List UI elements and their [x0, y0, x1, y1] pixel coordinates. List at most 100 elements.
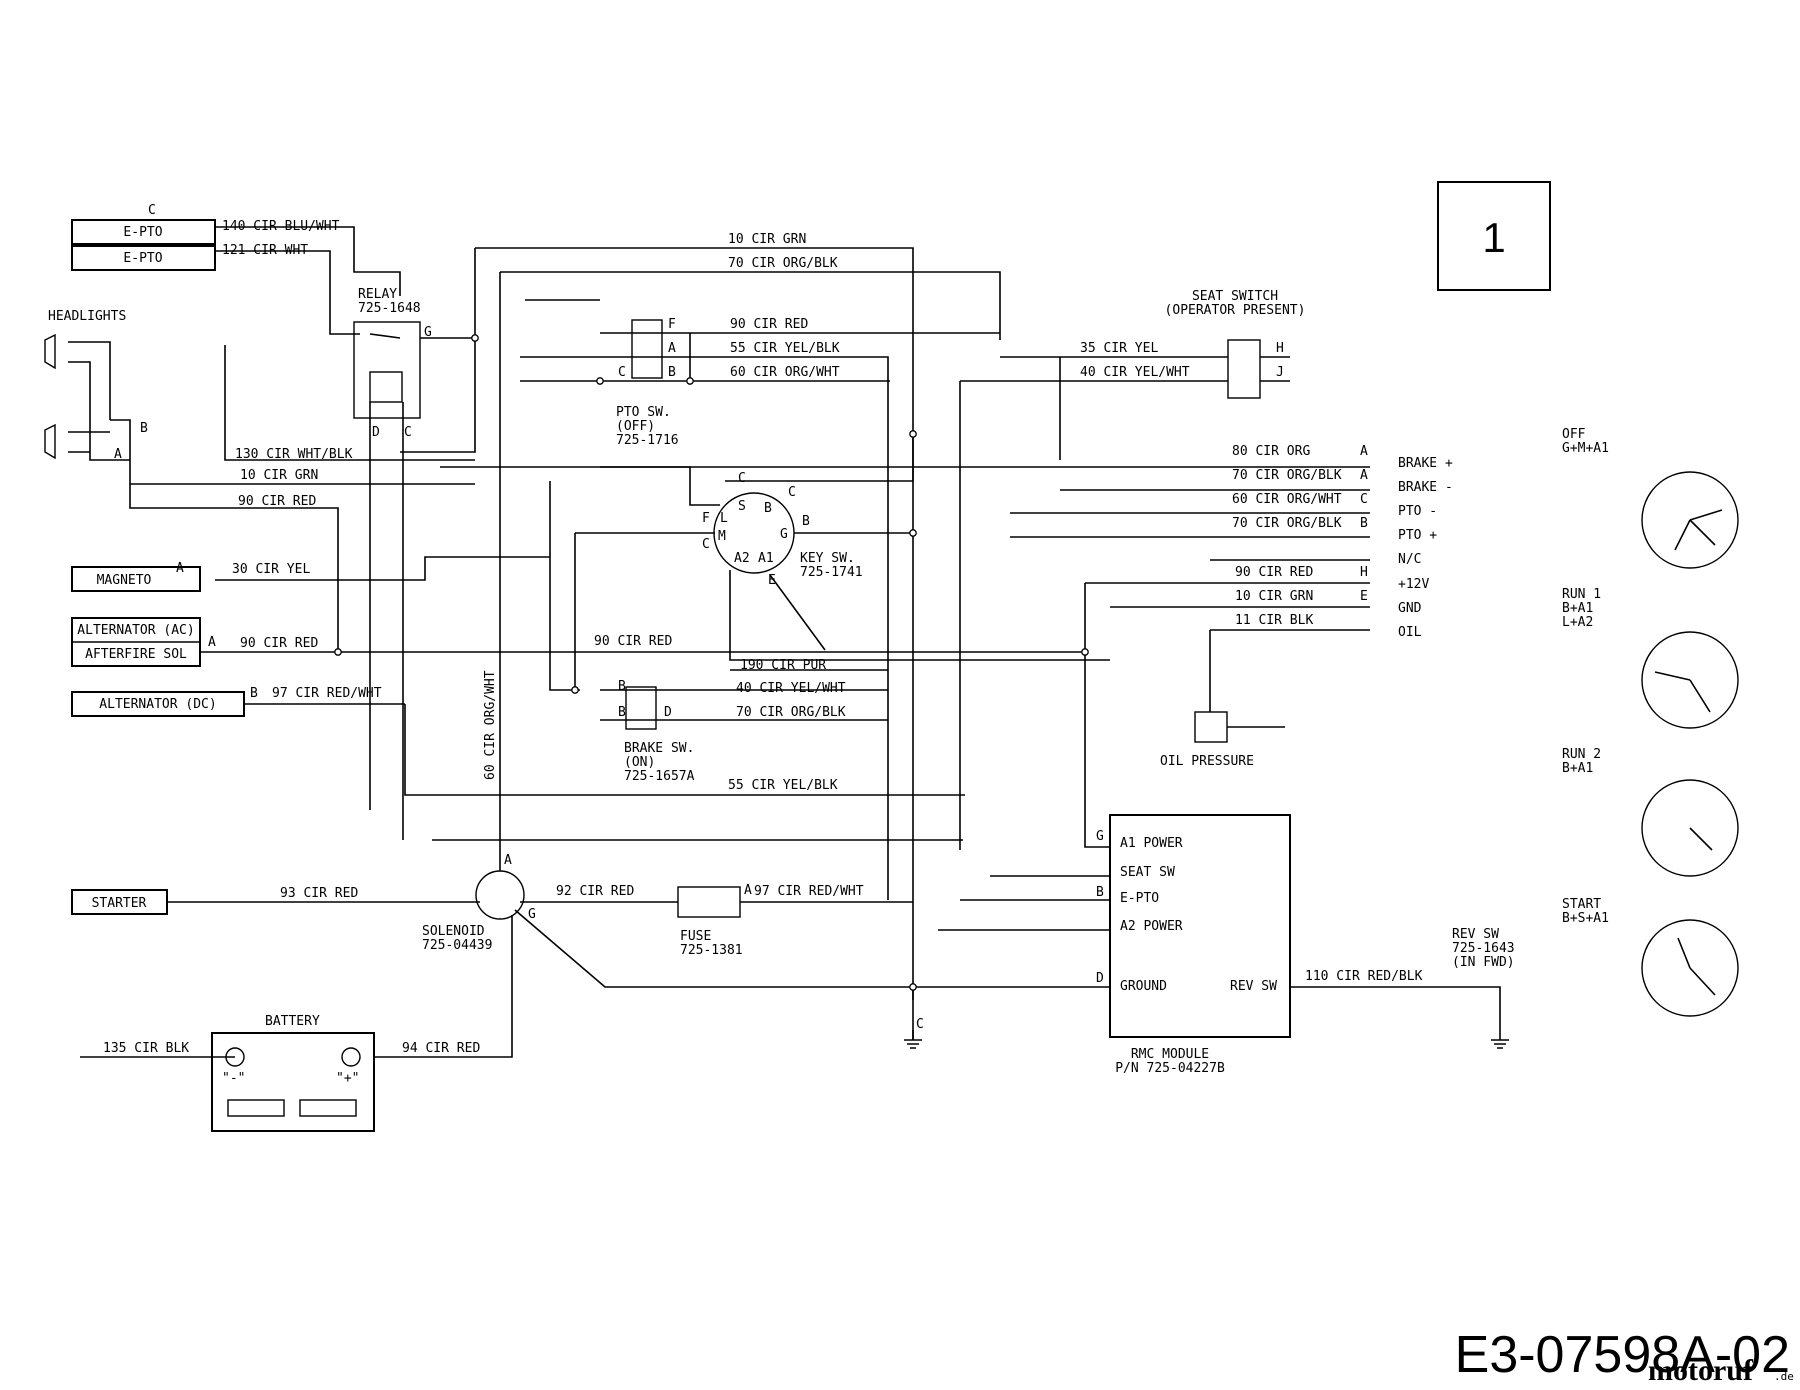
junction-dots: [334, 334, 1089, 991]
harness-pin: A: [1360, 468, 1368, 483]
pin-a-alternator: A: [208, 635, 216, 650]
wire-35: 35 CIR YEL: [1080, 341, 1158, 356]
pin-l-key: L: [720, 511, 728, 526]
battery-pos-label: "+": [336, 1071, 359, 1086]
starter-label: STARTER: [92, 896, 147, 911]
pin-a-headlight: A: [114, 447, 122, 462]
key-position-dials: [1641, 471, 1739, 1017]
wire-30: 30 CIR YEL: [232, 562, 310, 577]
key-pos-title: RUN 2: [1562, 747, 1601, 762]
wire-labels: 140 CIR BLU/WHT 121 CIR WHT 10 CIR GRN 7…: [103, 219, 1423, 1056]
rmc-pin-a2-power: A2 POWER: [1120, 919, 1183, 934]
harness-label: OIL: [1398, 625, 1422, 640]
harness-label: N/C: [1398, 552, 1421, 567]
pin-m-key: M: [718, 529, 726, 544]
rmc-module-label: RMC MODULE: [1131, 1047, 1209, 1062]
pin-g-key: G: [780, 527, 788, 542]
pin-d-relay: D: [372, 425, 380, 440]
pin-a-fuse: A: [744, 883, 752, 898]
pin-f-key: F: [702, 511, 710, 526]
wire-110: 110 CIR RED/BLK: [1305, 969, 1423, 984]
pin-b-rmc: B: [1096, 885, 1104, 900]
harness-pin: A: [1360, 444, 1368, 459]
wire-55-low: 55 CIR YEL/BLK: [728, 778, 838, 793]
harness-connector: A BRAKE + A BRAKE - C PTO - B PTO + N/C …: [1360, 444, 1453, 640]
starter-box: [71, 889, 168, 915]
key-pos-title: START: [1562, 897, 1601, 912]
wire-190: 190 CIR PUR: [740, 658, 826, 673]
pin-d-rmc: D: [1096, 971, 1104, 986]
pin-s-key: S: [738, 499, 746, 514]
key-pos-combo: B+S+A1: [1562, 911, 1609, 926]
harness-label: GND: [1398, 601, 1422, 616]
sheet-number-box: [1437, 181, 1551, 291]
epto-label-1: E-PTO: [123, 225, 162, 240]
brake-sw-part: 725-1657A: [624, 769, 695, 784]
pto-sw-label: PTO SW.: [616, 405, 671, 420]
pin-c-pto: C: [618, 365, 626, 380]
harness-pin: H: [1360, 565, 1368, 580]
rev-sw-label: REV SW: [1452, 927, 1499, 942]
key-pos-title: RUN 1: [1562, 587, 1601, 602]
magneto-box: [71, 566, 201, 592]
pin-f-pto: F: [668, 317, 676, 332]
brake-sw-label: BRAKE SW.: [624, 741, 694, 756]
battery-neg-label: "-": [222, 1071, 245, 1086]
wire-60-pto: 60 CIR ORG/WHT: [730, 365, 840, 380]
pin-b-brake-2: B: [618, 705, 626, 720]
wire-121: 121 CIR WHT: [222, 243, 308, 258]
alternator-ac-label: ALTERNATOR (AC): [77, 623, 194, 638]
pin-b-key: B: [802, 514, 810, 529]
battery-label: BATTERY: [265, 1014, 320, 1029]
pin-a-pto: A: [668, 341, 676, 356]
headlights-label: HEADLIGHTS: [48, 309, 126, 324]
rev-sw-part: 725-1643: [1452, 941, 1515, 956]
wire-92: 92 CIR RED: [556, 884, 634, 899]
rmc-pin-ground: GROUND: [1120, 979, 1167, 994]
oil-pressure-label: OIL PRESSURE: [1160, 754, 1254, 769]
wire-55-pto: 55 CIR YEL/BLK: [730, 341, 840, 356]
wire-70-pto-pos: 70 CIR ORG/BLK: [1232, 516, 1342, 531]
harness-label: BRAKE -: [1398, 480, 1453, 495]
pin-c-relay: C: [404, 425, 412, 440]
epto-group-letter: C: [148, 203, 156, 218]
wire-90-12v: 90 CIR RED: [1235, 565, 1313, 580]
pin-b-key-inner: B: [764, 501, 772, 516]
document-number: E3-07598A-02: [1455, 1326, 1790, 1384]
wire-90-alt: 90 CIR RED: [240, 636, 318, 651]
wire-40-brake: 40 CIR YEL/WHT: [736, 681, 846, 696]
key-sw-label: KEY SW.: [800, 551, 855, 566]
wire-10-mid: 10 CIR GRN: [240, 468, 318, 483]
pin-g-solenoid: G: [528, 907, 536, 922]
epto-label-2: E-PTO: [123, 251, 162, 266]
pto-sw-state: (OFF): [616, 419, 655, 434]
wire-140: 140 CIR BLU/WHT: [222, 219, 340, 234]
rmc-pin-a1-power: A1 POWER: [1120, 836, 1183, 851]
pin-a2-key: A2: [734, 551, 750, 566]
harness-pin: C: [1360, 492, 1368, 507]
pin-b-headlight: B: [140, 421, 148, 436]
watermark: motoruf: [1648, 1354, 1754, 1387]
key-pos-combo: B+A1: [1562, 761, 1593, 776]
fuse-part: 725-1381: [680, 943, 743, 958]
rmc-pin-seat-sw: SEAT SW: [1120, 865, 1175, 880]
harness-label: PTO +: [1398, 528, 1437, 543]
alternator-dc-box: [71, 691, 245, 717]
seat-switch-label: SEAT SWITCH: [1192, 289, 1278, 304]
wire-94: 94 CIR RED: [402, 1041, 480, 1056]
pin-c-ground: C: [916, 1017, 924, 1032]
harness-label: BRAKE +: [1398, 456, 1453, 471]
wire-70-brake: 70 CIR ORG/BLK: [736, 705, 846, 720]
wire-90-head: 90 CIR RED: [238, 494, 316, 509]
watermark-suffix: .de: [1774, 1370, 1794, 1383]
pin-h-seat: H: [1276, 341, 1284, 356]
wire-130: 130 CIR WHT/BLK: [235, 447, 353, 462]
relay-part: 725-1648: [358, 301, 421, 316]
wire-97-fuse: 97 CIR RED/WHT: [754, 884, 864, 899]
sheet-number: 1: [1482, 214, 1505, 261]
wire-70-brake-neg: 70 CIR ORG/BLK: [1232, 468, 1342, 483]
brake-sw-state: (ON): [624, 755, 655, 770]
key-pos-combo: B+A1: [1562, 601, 1593, 616]
pin-b-alternator-dc: B: [250, 686, 258, 701]
